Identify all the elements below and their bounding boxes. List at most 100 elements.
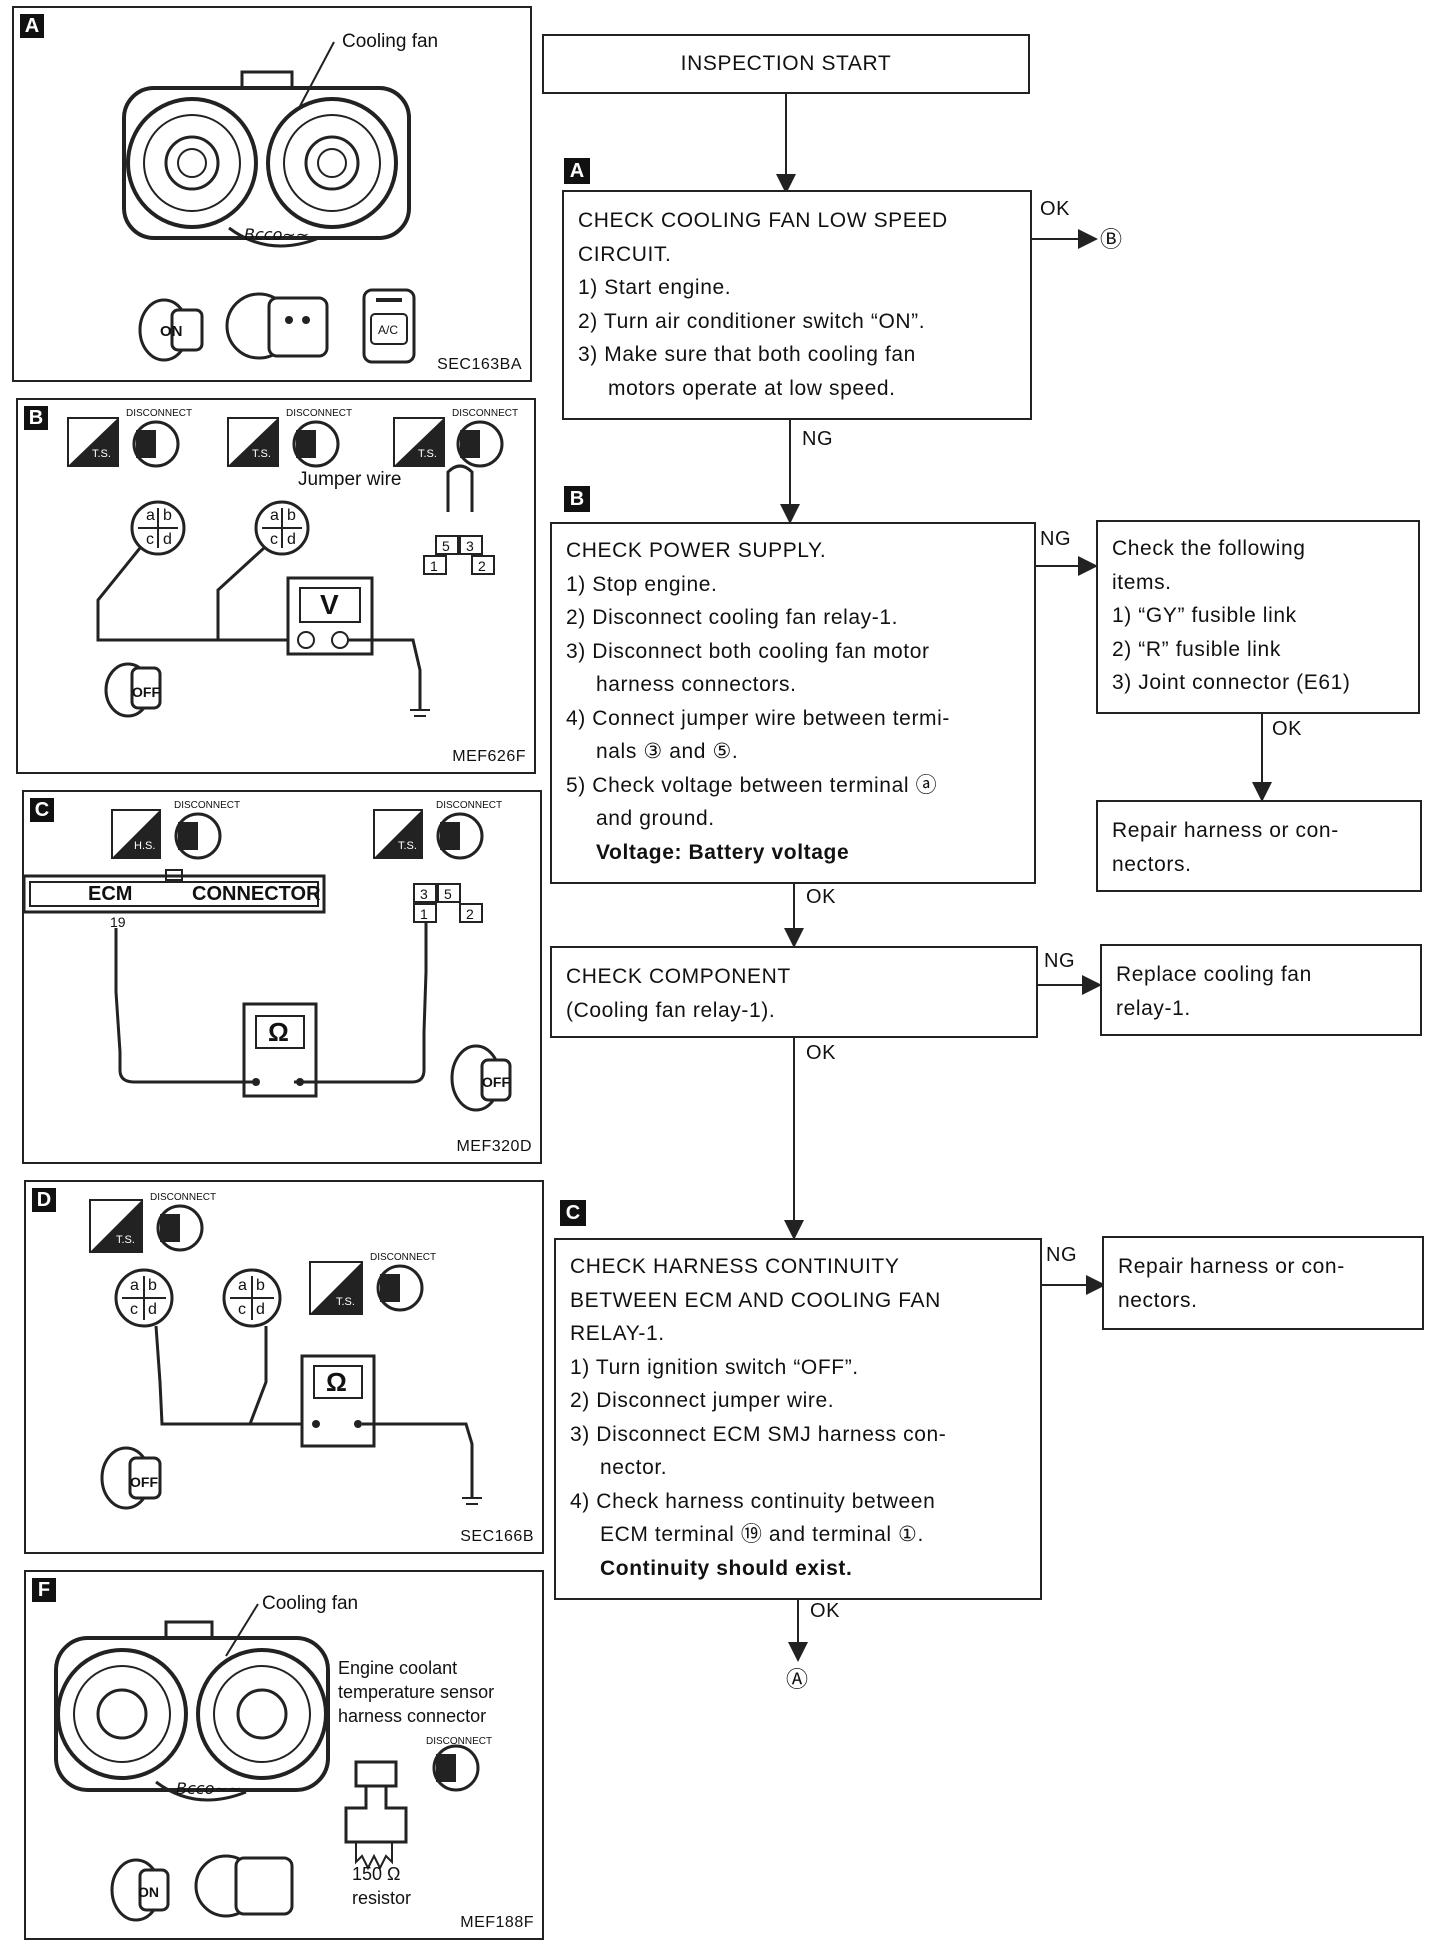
- inspection-start-box: INSPECTION START: [542, 34, 1030, 94]
- step-b-line: and ground.: [596, 807, 715, 830]
- disconnect-icons: [67, 417, 504, 468]
- ohmmeter-symbol: Ω: [268, 1017, 289, 1047]
- panel-a-cooling-fan-check: A Cooling fan Bcco~~ ON A/C SEC163BA: [12, 6, 532, 382]
- ts-label: T.S.: [398, 840, 417, 852]
- ignition-key-icon: [138, 298, 204, 362]
- panel-letter: D: [32, 1188, 56, 1212]
- check-following-line: 2) “R” fusible link: [1112, 637, 1281, 661]
- figure-code: MEF320D: [456, 1138, 532, 1155]
- disconnect-label-2: DISCONNECT: [436, 800, 503, 811]
- figure-code: SEC163BA: [437, 356, 522, 373]
- step-a-box: CHECK COOLING FAN LOW SPEED CIRCUIT. 1) …: [562, 190, 1032, 420]
- check-following-line: 1) “GY” fusible link: [1112, 604, 1297, 627]
- ok-label: OK: [806, 886, 837, 908]
- pin-a: a: [146, 507, 155, 524]
- disconnect-label-1: DISCONNECT: [126, 408, 193, 419]
- step-a-line: CHECK COOLING FAN LOW SPEED: [578, 209, 948, 232]
- cooling-fan-illustration: Bcco~~: [122, 41, 411, 248]
- ok-label: OK: [806, 1042, 837, 1064]
- check-following-line: Check the following: [1112, 537, 1306, 560]
- relay-pin-1: 1: [430, 558, 438, 574]
- pin-c: c: [130, 1301, 138, 1318]
- goto-b-marker: Ⓑ: [1100, 227, 1123, 252]
- ok-label: OK: [1040, 198, 1071, 220]
- svg-text:Bcco~~: Bcco~~: [244, 225, 309, 244]
- step-c-line: ECM terminal ⑲ and terminal ①.: [600, 1523, 924, 1546]
- ok-label: OK: [1272, 718, 1303, 740]
- check-component-line: CHECK COMPONENT: [566, 965, 791, 988]
- ts-label-1: T.S.: [92, 448, 111, 460]
- check-following-box: Check the following items. 1) “GY” fusib…: [1096, 520, 1420, 714]
- relay-pin-5: 5: [444, 886, 452, 902]
- step-b-line: harness connectors.: [596, 673, 797, 696]
- repair-harness-box-2: Repair harness or con- nectors.: [1102, 1236, 1424, 1330]
- step-c-line: 4) Check harness continuity between: [570, 1489, 936, 1513]
- step-tag-a: A: [564, 158, 590, 184]
- step-b-line: 5) Check voltage between terminal ⓐ: [566, 773, 938, 797]
- pin-c: c: [238, 1301, 246, 1318]
- panel-c-harness-continuity: C DISCONNECT DISCONNECT H.S. T.S. ECM CO…: [22, 790, 542, 1164]
- step-c-line: 2) Disconnect jumper wire.: [570, 1389, 835, 1412]
- goto-a-marker: Ⓐ: [786, 1667, 809, 1692]
- step-tag-c: C: [560, 1200, 586, 1226]
- ts-label-2: T.S.: [336, 1296, 355, 1308]
- ac-switch-icon: [362, 288, 416, 364]
- relay-pin-3: 3: [420, 886, 428, 902]
- ok-label: OK: [810, 1600, 841, 1622]
- ng-label: NG: [1040, 528, 1072, 550]
- engine-running-icon: [225, 292, 329, 360]
- key-off-label: OFF: [482, 1074, 510, 1090]
- repair-harness-line: nectors.: [1118, 1288, 1198, 1312]
- ng-label: NG: [1044, 950, 1076, 972]
- relay-pin-2: 2: [478, 558, 486, 574]
- resistor-label: resistor: [352, 1888, 412, 1908]
- relay-pin-3: 3: [466, 538, 474, 554]
- disconnect-icons: [22, 809, 512, 1112]
- panel-b-power-supply-check: B DISCONNECT DISCONNECT DISCONNECT T.S. …: [16, 398, 536, 774]
- step-c-line: 1) Turn ignition switch “OFF”.: [570, 1355, 859, 1379]
- ecm-label: ECM: [88, 883, 133, 905]
- step-a-line: 1) Start engine.: [578, 276, 732, 299]
- step-a-line: 3) Make sure that both cooling fan: [578, 343, 916, 366]
- step-a-line: motors operate at low speed.: [608, 376, 896, 400]
- cooling-fan-label: Cooling fan: [262, 1593, 359, 1614]
- check-following-line: 3) Joint connector (E61): [1112, 671, 1351, 694]
- step-b-spec: Voltage: Battery voltage: [596, 840, 850, 864]
- step-c-box: CHECK HARNESS CONTINUITY BETWEEN ECM AND…: [554, 1238, 1042, 1600]
- pin-b: b: [163, 507, 172, 524]
- panel-letter: F: [32, 1578, 56, 1602]
- disconnect-icons: [89, 1199, 482, 1510]
- cooling-fan-illustration: Bcco~~: [54, 1603, 480, 1922]
- panel-f-sensor-resistor: F Cooling fan Bcco~~ Engine coolant temp…: [24, 1570, 544, 1940]
- pin-a: a: [270, 507, 279, 524]
- replace-relay-line: relay-1.: [1116, 996, 1191, 1020]
- panel-letter: A: [20, 14, 44, 38]
- voltmeter-symbol: V: [320, 589, 339, 620]
- replace-relay-line: Replace cooling fan: [1116, 963, 1312, 986]
- pin-d: d: [256, 1301, 265, 1318]
- resistor-value-label: 150 Ω: [352, 1864, 401, 1884]
- svg-text:Bcco~~: Bcco~~: [176, 1779, 241, 1798]
- panel-letter: C: [30, 798, 54, 822]
- step-b-line: 1) Stop engine.: [566, 572, 718, 596]
- step-b-box: CHECK POWER SUPPLY. 1) Stop engine. 2) D…: [550, 522, 1036, 884]
- pin-b: b: [256, 1277, 265, 1294]
- pin-d: d: [287, 531, 296, 548]
- step-c-line: nector.: [600, 1456, 668, 1479]
- step-c-line: RELAY-1.: [570, 1322, 665, 1345]
- relay-pin-2: 2: [466, 906, 474, 922]
- step-c-spec: Continuity should exist.: [600, 1556, 853, 1580]
- disconnect-label-2: DISCONNECT: [286, 408, 353, 419]
- disconnect-label-1: DISCONNECT: [150, 1192, 217, 1203]
- step-a-line: CIRCUIT.: [578, 242, 672, 266]
- hs-label: H.S.: [134, 840, 156, 852]
- step-b-line: 4) Connect jumper wire between termi-: [566, 706, 951, 730]
- replace-relay-box: Replace cooling fan relay-1.: [1100, 944, 1422, 1036]
- check-component-box: CHECK COMPONENT (Cooling fan relay-1).: [550, 946, 1038, 1038]
- ng-label: NG: [1046, 1244, 1078, 1266]
- ng-label: NG: [802, 428, 834, 450]
- inspection-start-label: INSPECTION START: [680, 52, 892, 75]
- step-b-line: 2) Disconnect cooling fan relay-1.: [566, 606, 899, 629]
- relay-pin-5: 5: [442, 538, 450, 554]
